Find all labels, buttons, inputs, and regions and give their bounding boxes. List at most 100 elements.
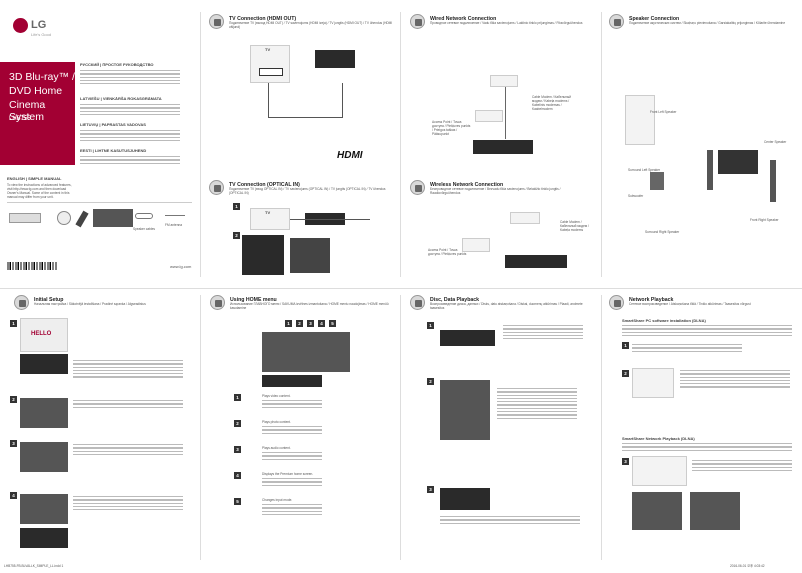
smartshare-playback-heading: SmartShare Network Playback (DLNA) <box>622 436 695 441</box>
text-block <box>497 388 577 421</box>
product-title-line-3: Cinema System <box>9 99 46 123</box>
lg-brand: LG <box>31 19 47 31</box>
setup-screen <box>20 494 68 524</box>
text-block <box>73 496 183 512</box>
home-item-5: Changes input mode. <box>262 498 293 502</box>
hdmi-port <box>259 68 283 76</box>
manual-heading-en: ENGLISH | SIMPLE MANUAL <box>7 176 62 181</box>
tv-image <box>718 150 758 174</box>
product-title-line-1: 3D Blu-ray™ / <box>9 71 75 83</box>
cable-modem-label: Cable Modem / Кабельный модем / Kabeļa m… <box>560 220 589 232</box>
tv-screen <box>242 235 284 275</box>
speaker-title: Speaker Connection <box>629 16 680 22</box>
product-title-panel: 3D Blu-ray™ / DVD Home Cinema System LHB… <box>0 62 75 165</box>
installer-window <box>632 368 674 398</box>
optical-cable <box>290 219 370 220</box>
footer-right: 2016-06-01 오후 4:03:42 <box>730 564 765 568</box>
speaker-cables-icon <box>135 213 153 219</box>
text-block <box>73 360 183 380</box>
step-badge: 5 <box>234 498 241 505</box>
disc-title: Disc, Data Playback <box>430 297 480 303</box>
remote-icon <box>75 210 89 228</box>
home-screen <box>262 332 350 372</box>
text-block <box>262 478 322 488</box>
step-badge: 2 <box>10 396 17 403</box>
access-point-image <box>510 212 540 224</box>
network-playback-subtitle: Сетевое воспроизведение / Atskaņošana tī… <box>629 302 751 306</box>
hello-text: HELLO <box>31 331 52 337</box>
divider <box>601 295 602 560</box>
step-badge: 3 <box>234 446 241 453</box>
front-left-label: Front Left Speaker <box>650 110 677 114</box>
subwoofer-label: Subwoofer <box>628 194 644 198</box>
surround-left-label: Surround Left Speaker <box>628 168 661 172</box>
text-block <box>262 452 322 462</box>
text-block <box>692 460 792 473</box>
hello-screen: HELLO <box>20 318 68 352</box>
wireless-title: Wireless Network Connection <box>430 182 504 188</box>
text-block <box>262 504 322 517</box>
optical-tv-diagram: TV <box>250 208 290 230</box>
tv-optical-subtitle: Подключение TV (вход OPTICAL IN) / TV sa… <box>229 187 386 195</box>
tab-number: 3 <box>307 320 314 327</box>
step-badge: 1 <box>622 342 629 349</box>
setup-icon <box>14 295 29 310</box>
front-right-label: Front Right Speaker <box>750 218 779 222</box>
remote-image <box>20 528 68 548</box>
network-cable <box>505 87 506 139</box>
text-block <box>80 130 180 143</box>
text-block <box>632 344 742 354</box>
step-badge: 2 <box>622 370 629 377</box>
player-unit <box>473 140 533 154</box>
tv-hdmi-subtitle: Подключение TV (выход HDMI OUT) / TV sav… <box>229 21 393 29</box>
product-title-line-2: DVD Home <box>9 85 63 97</box>
tv-optical-icon <box>209 180 224 195</box>
tab-number: 5 <box>329 320 336 327</box>
text-block <box>440 516 580 526</box>
accessories-box: Speaker cables FM antenna <box>7 202 192 247</box>
footer-left: LHB755-FB.BLVALLK_SIMPLE_LL.indd 1 <box>4 564 64 568</box>
home-icon <box>210 295 225 310</box>
remote-image <box>290 238 330 273</box>
access-point-image <box>475 110 503 122</box>
fm-antenna-label: FM antenna <box>165 223 183 227</box>
divider <box>0 288 802 289</box>
initial-title: Initial Setup <box>34 297 64 303</box>
player-unit <box>505 255 567 268</box>
manual-heading-lv: LATVIEŠU | VIENKĀRŠA ROKASGRĀMATA <box>80 96 162 101</box>
tv-label: TV <box>265 210 271 215</box>
home-title: Using HOME menu <box>230 297 277 303</box>
text-block <box>503 325 583 341</box>
manual-heading-lt: LIETUVIŲ | PAPRASTAS VADOVAS <box>80 122 146 127</box>
network-icon <box>410 14 425 29</box>
step-badge: 2 <box>427 378 434 385</box>
cable-modem-label: Cable Modem / Кабельный модем / Kabeļa m… <box>532 95 571 111</box>
text-block <box>262 426 322 436</box>
divider <box>200 12 201 277</box>
text-block <box>73 444 183 457</box>
divider <box>601 12 602 277</box>
remote-image <box>20 354 68 374</box>
disc-icon <box>410 295 425 310</box>
text-block <box>262 400 322 410</box>
access-point-label: Access Point / Точка доступа / Piekļuves… <box>432 120 471 136</box>
router-image <box>490 75 518 87</box>
lg-logo <box>13 18 28 33</box>
barcode <box>7 262 57 270</box>
hdmi-logo: HDMI <box>337 150 363 161</box>
divider <box>400 12 401 277</box>
step-badge: 1 <box>233 203 240 210</box>
router-image <box>462 238 490 252</box>
home-item-3: Plays audio content. <box>262 446 291 450</box>
speaker-cables-label: Speaker cables <box>133 227 155 231</box>
model-number: LHB755 <box>9 116 31 122</box>
tv-hdmi-title: TV Connection (HDMI OUT) <box>229 16 297 22</box>
playback-screen <box>690 492 740 530</box>
home-item-4: Displays the Premium home screen. <box>262 472 314 476</box>
step-badge: 3 <box>10 440 17 447</box>
tab-number: 1 <box>285 320 292 327</box>
disc-icon <box>57 211 71 225</box>
text-block <box>80 156 180 166</box>
tab-number: 2 <box>296 320 303 327</box>
text-block <box>73 400 183 410</box>
